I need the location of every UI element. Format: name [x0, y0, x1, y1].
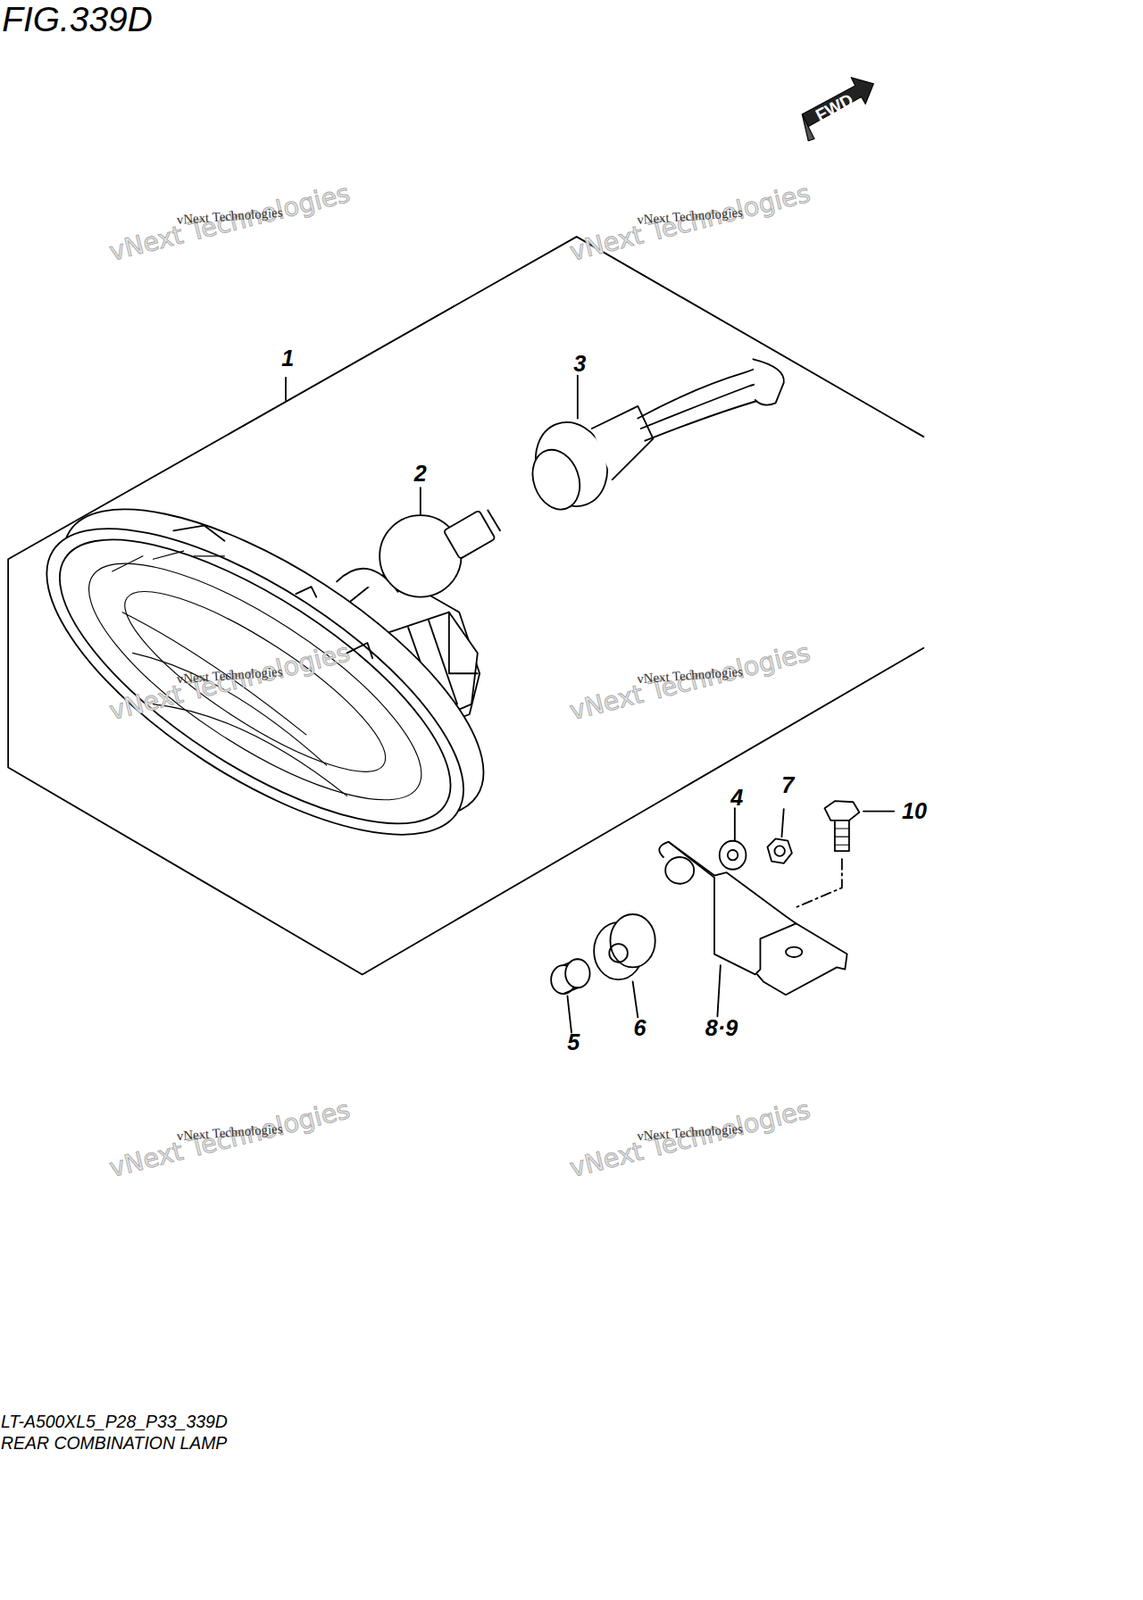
callout-number: 10	[901, 798, 927, 826]
direction-arrow-text: FWD	[812, 90, 858, 127]
callout-number: 4	[730, 784, 743, 812]
figure-caption: REAR COMBINATION LAMP	[0, 1434, 227, 1455]
callout-number: 1	[281, 345, 294, 373]
callout-number: 8·9	[705, 1015, 738, 1043]
callout-number: 3	[573, 350, 586, 378]
callout-number: 7	[781, 772, 794, 800]
figure-title: FIG.339D	[1, 0, 152, 41]
callout-number: 2	[414, 461, 427, 489]
drawing-code: LT-A500XL5_P28_P33_339D	[0, 1412, 228, 1434]
callout-number: 6	[634, 1015, 647, 1043]
callout-number: 5	[567, 1029, 580, 1057]
